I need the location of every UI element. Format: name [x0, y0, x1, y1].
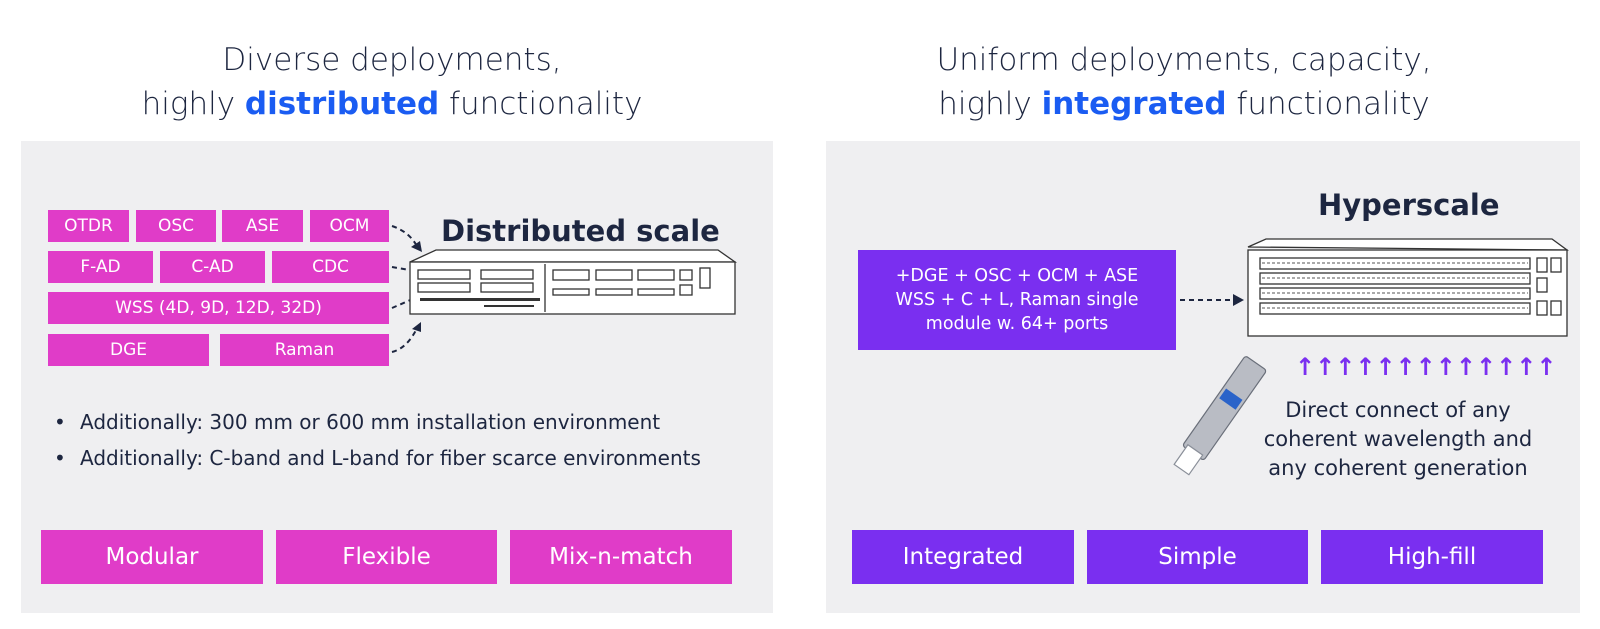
left-heading-line1: Diverse deployments,: [222, 42, 562, 78]
bullet-item: Additionally: C-band and L-band for fibe…: [48, 440, 701, 476]
left-heading-post: functionality: [439, 86, 643, 122]
footer-modular: Modular: [41, 530, 263, 584]
left-heading-highlight: distributed: [244, 86, 440, 122]
footer-integrated: Integrated: [852, 530, 1074, 584]
distributed-scale-label: Distributed scale: [441, 214, 720, 248]
module-line: WSS + C + L, Raman single: [895, 290, 1139, 310]
left-heading: Diverse deployments, highly distributed …: [12, 38, 772, 126]
arrow-connector-4: [391, 325, 419, 353]
distributed-device-graphic: [409, 249, 738, 315]
right-heading-pre: highly: [938, 86, 1042, 122]
right-heading-line1: Uniform deployments, capacity,: [936, 42, 1432, 78]
chip-f-ad: F-AD: [48, 251, 153, 283]
hyperscale-label: Hyperscale: [1318, 188, 1500, 222]
integrated-module-box: +DGE + OSC + OCM + ASE WSS + C + L, Rama…: [858, 250, 1176, 350]
chip-otdr: OTDR: [48, 210, 129, 242]
chip-osc: OSC: [136, 210, 216, 242]
bullet-list: Additionally: 300 mm or 600 mm installat…: [48, 404, 701, 476]
right-heading-line2: highly integrated functionality: [804, 82, 1564, 126]
left-heading-line2: highly distributed functionality: [12, 82, 772, 126]
hyperscale-device-graphic: [1247, 238, 1570, 337]
chip-raman: Raman: [220, 334, 389, 366]
chip-ocm: OCM: [310, 210, 389, 242]
chip-cdc: CDC: [272, 251, 389, 283]
chip-wss: WSS (4D, 9D, 12D, 32D): [48, 292, 389, 324]
right-heading-highlight: integrated: [1041, 86, 1227, 122]
chip-c-ad: C-AD: [160, 251, 265, 283]
arrow-connector-1: [391, 225, 419, 249]
footer-flexible: Flexible: [276, 530, 497, 584]
direct-connect-line: coherent wavelength and: [1263, 427, 1533, 451]
footer-high-fill: High-fill: [1321, 530, 1543, 584]
right-heading-post: functionality: [1226, 86, 1430, 122]
right-heading: Uniform deployments, capacity, highly in…: [804, 38, 1564, 126]
footer-simple: Simple: [1087, 530, 1308, 584]
footer-mix-n-match: Mix-n-match: [510, 530, 732, 584]
left-heading-pre: highly: [141, 86, 245, 122]
chip-ase: ASE: [222, 210, 303, 242]
direct-connect-line: Direct connect of any: [1285, 398, 1511, 422]
direct-connect-line: any coherent generation: [1268, 456, 1528, 480]
bullet-item: Additionally: 300 mm or 600 mm installat…: [48, 404, 701, 440]
module-line: +DGE + OSC + OCM + ASE: [895, 266, 1139, 286]
chip-dge: DGE: [48, 334, 209, 366]
upward-arrows: ↑↑↑↑↑↑↑↑↑↑↑↑↑: [1295, 353, 1557, 381]
module-line: module w. 64+ ports: [925, 314, 1109, 334]
transceiver-graphic: [1173, 356, 1267, 476]
direct-connect-text: Direct connect of any coherent wavelengt…: [1248, 396, 1548, 483]
